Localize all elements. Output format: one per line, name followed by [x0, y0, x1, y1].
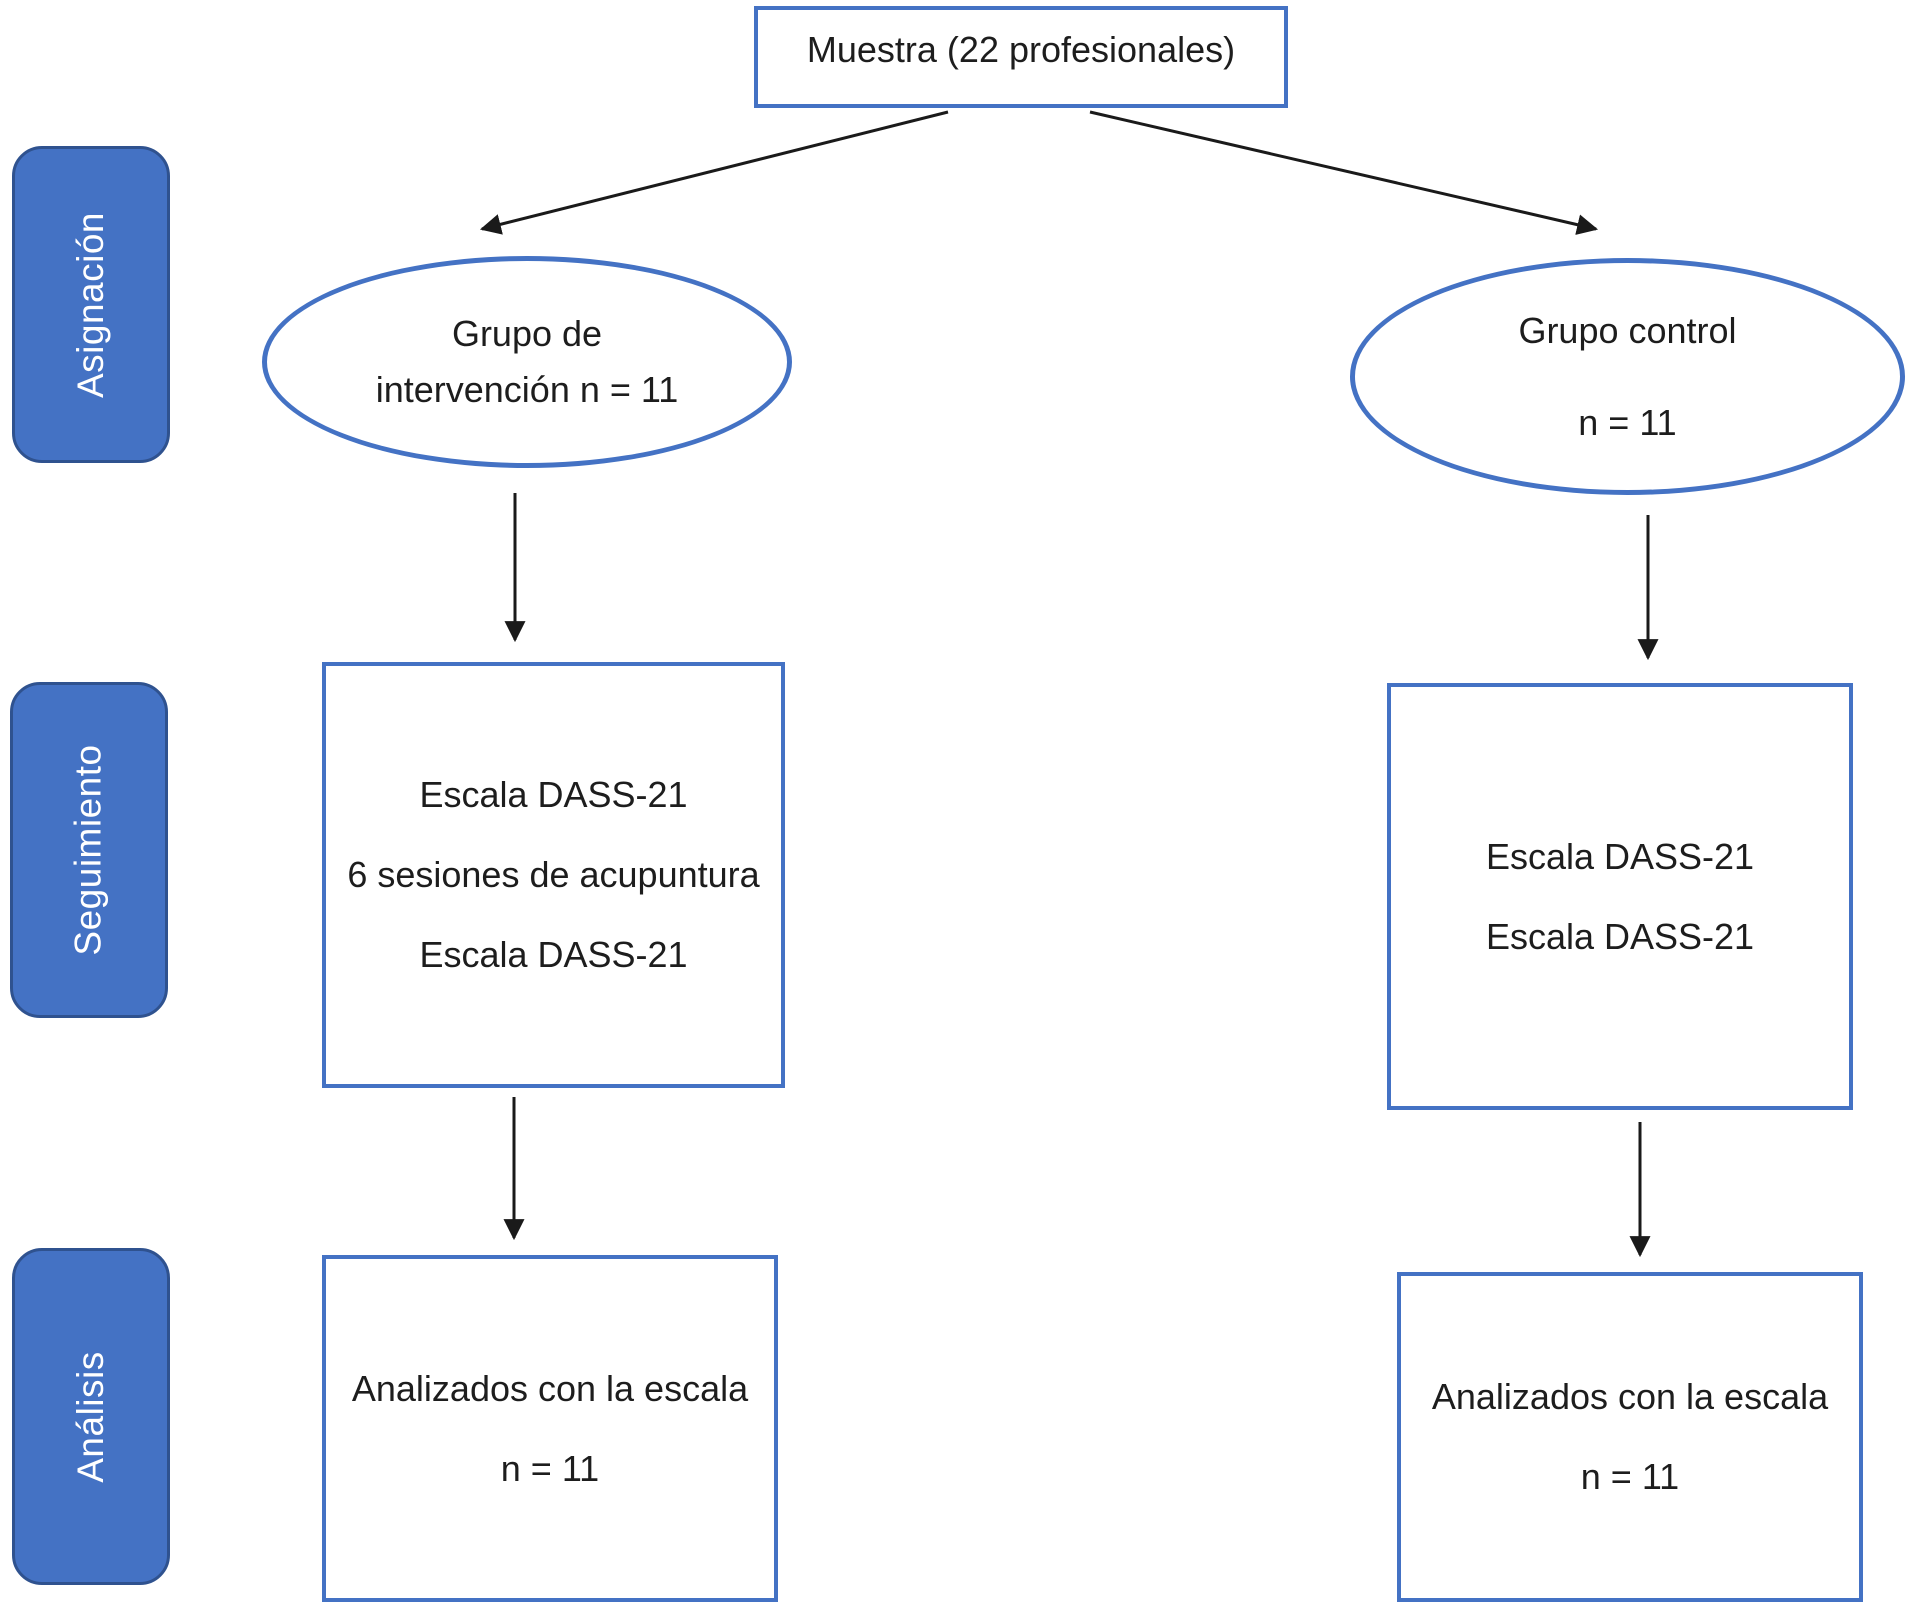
control-analysis-line2: n = 11: [1580, 1456, 1680, 1497]
intervention-followup-box: Escala DASS-21 6 sesiones de acupuntura …: [322, 662, 785, 1088]
arrow-sample-to-control: [1089, 110, 1599, 235]
sample-box-label: Muestra (22 profesionales): [806, 29, 1236, 70]
stage-label-asignacion-text: Asignación: [70, 211, 112, 398]
arrow-sample-to-intervention: [479, 110, 949, 235]
intervention-analysis-box: Analizados con la escala n = 11: [322, 1255, 778, 1602]
control-analysis-line1: Analizados con la escala: [1431, 1376, 1829, 1417]
intervention-analysis-line2: n = 11: [500, 1447, 600, 1489]
control-group-line1: Grupo control: [1518, 309, 1737, 351]
control-group-ellipse: Grupo control n = 11: [1350, 258, 1905, 495]
sample-box: Muestra (22 profesionales): [754, 6, 1288, 108]
intervention-followup-line2: 6 sesiones de acupuntura: [347, 854, 760, 895]
stage-label-seguimiento: Seguimiento: [10, 682, 168, 1018]
intervention-analysis-line1: Analizados con la escala: [351, 1367, 749, 1409]
intervention-followup-line3: Escala DASS-21: [419, 934, 688, 975]
control-followup-line2: Escala DASS-21: [1485, 915, 1755, 957]
stage-label-seguimiento-text: Seguimiento: [68, 744, 109, 956]
intervention-followup-line1: Escala DASS-21: [419, 774, 688, 815]
intervention-group-line1: Grupo de: [451, 313, 603, 354]
intervention-group-line2: intervención n = 11: [375, 369, 679, 410]
control-followup-box: Escala DASS-21 Escala DASS-21: [1387, 683, 1853, 1110]
control-group-line2: n = 11: [1578, 401, 1677, 443]
stage-label-analisis-text: Análisis: [70, 1350, 111, 1483]
intervention-group-ellipse: Grupo de intervención n = 11: [262, 256, 792, 468]
control-followup-line1: Escala DASS-21: [1485, 835, 1755, 877]
control-analysis-box: Analizados con la escala n = 11: [1397, 1272, 1863, 1602]
stage-label-analisis: Análisis: [12, 1248, 170, 1585]
stage-label-asignacion: Asignación: [12, 146, 170, 463]
